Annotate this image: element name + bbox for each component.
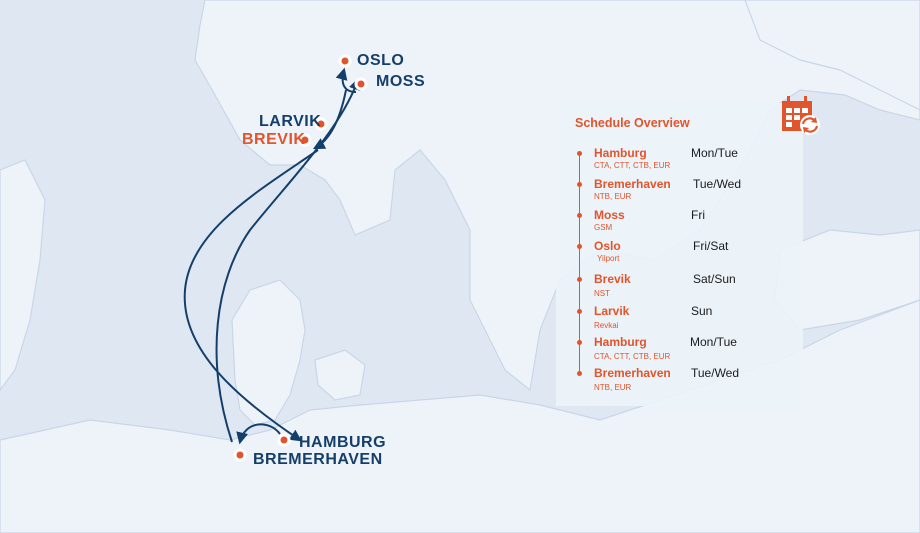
row-port: Brevik bbox=[594, 272, 631, 286]
row-terminals: CTA, CTT, CTB, EUR bbox=[594, 161, 671, 170]
label-larvik: LARVIK bbox=[259, 113, 322, 130]
schedule-row: Oslo Yilport Fri/Sat bbox=[556, 239, 803, 267]
timeline-dot bbox=[577, 213, 582, 218]
row-port: Bremerhaven bbox=[594, 177, 671, 191]
calendar-refresh-icon[interactable] bbox=[780, 95, 822, 137]
row-port: Hamburg bbox=[594, 146, 647, 160]
schedule-row: Larvik Revkai Sun bbox=[556, 304, 803, 332]
timeline-dot bbox=[577, 340, 582, 345]
marker-larvik[interactable] bbox=[314, 117, 328, 131]
route-oslo-brevik bbox=[312, 89, 347, 150]
timeline-dot bbox=[577, 151, 582, 156]
row-terminals: NST bbox=[594, 289, 610, 298]
row-terminals: NTB, EUR bbox=[594, 383, 632, 392]
row-port: Moss bbox=[594, 208, 625, 222]
row-terminals: CTA, CTT, CTB, EUR bbox=[594, 352, 671, 361]
row-days: Tue/Wed bbox=[691, 366, 740, 380]
timeline-dot bbox=[577, 182, 582, 187]
schedule-row: Brevik NST Sat/Sun bbox=[556, 272, 803, 300]
schedule-row: Bremerhaven NTB, EUR Tue/Wed bbox=[556, 177, 803, 205]
label-bremerhaven: BREMERHAVEN bbox=[253, 451, 383, 468]
marker-hamburg[interactable] bbox=[277, 433, 291, 447]
marker-bremerhaven[interactable] bbox=[233, 448, 247, 462]
route-hamburg-bremerhaven bbox=[236, 423, 281, 445]
row-days: Sat/Sun bbox=[693, 272, 736, 286]
schedule-row: Moss GSM Fri bbox=[556, 208, 803, 236]
route-moss-oslo bbox=[335, 67, 357, 93]
port-markers bbox=[233, 54, 368, 462]
row-terminals: NTB, EUR bbox=[594, 192, 632, 201]
label-hamburg: HAMBURG bbox=[299, 434, 387, 451]
row-port: Larvik bbox=[594, 304, 630, 318]
shipping-routes bbox=[183, 67, 361, 445]
row-days: Sun bbox=[691, 304, 713, 318]
timeline-dot bbox=[577, 309, 582, 314]
row-port: Hamburg bbox=[594, 335, 647, 349]
marker-moss[interactable] bbox=[354, 77, 368, 91]
timeline-dot bbox=[577, 371, 582, 376]
timeline-line bbox=[579, 151, 580, 374]
row-port: Oslo bbox=[594, 239, 621, 253]
label-brevik: BREVIK bbox=[242, 131, 306, 148]
row-days: Fri bbox=[691, 208, 705, 222]
row-days: Mon/Tue bbox=[690, 335, 737, 349]
schedule-row: Hamburg CTA, CTT, CTB, EUR Mon/Tue bbox=[556, 335, 803, 363]
row-days: Mon/Tue bbox=[691, 146, 738, 160]
row-days: Tue/Wed bbox=[693, 177, 742, 191]
schedule-row: Hamburg CTA, CTT, CTB, EUR Mon/Tue bbox=[556, 146, 803, 174]
row-days: Fri/Sat bbox=[693, 239, 729, 253]
marker-oslo[interactable] bbox=[338, 54, 352, 68]
row-terminals: GSM bbox=[594, 223, 613, 232]
schedule-panel: Schedule Overview Hamburg CTA, CTT, CTB,… bbox=[556, 96, 820, 406]
row-terminals: Revkai bbox=[594, 321, 619, 330]
marker-brevik[interactable] bbox=[298, 133, 312, 147]
label-oslo: OSLO bbox=[357, 52, 405, 69]
route-larvik-hamburg bbox=[183, 149, 319, 442]
row-terminals: Yilport bbox=[597, 254, 620, 263]
timeline-dot bbox=[577, 244, 582, 249]
schedule-title: Schedule Overview bbox=[575, 116, 690, 130]
timeline-dot bbox=[577, 277, 582, 282]
label-moss: MOSS bbox=[376, 73, 426, 90]
schedule-row: Bremerhaven NTB, EUR Tue/Wed bbox=[556, 366, 803, 394]
row-port: Bremerhaven bbox=[594, 366, 671, 380]
